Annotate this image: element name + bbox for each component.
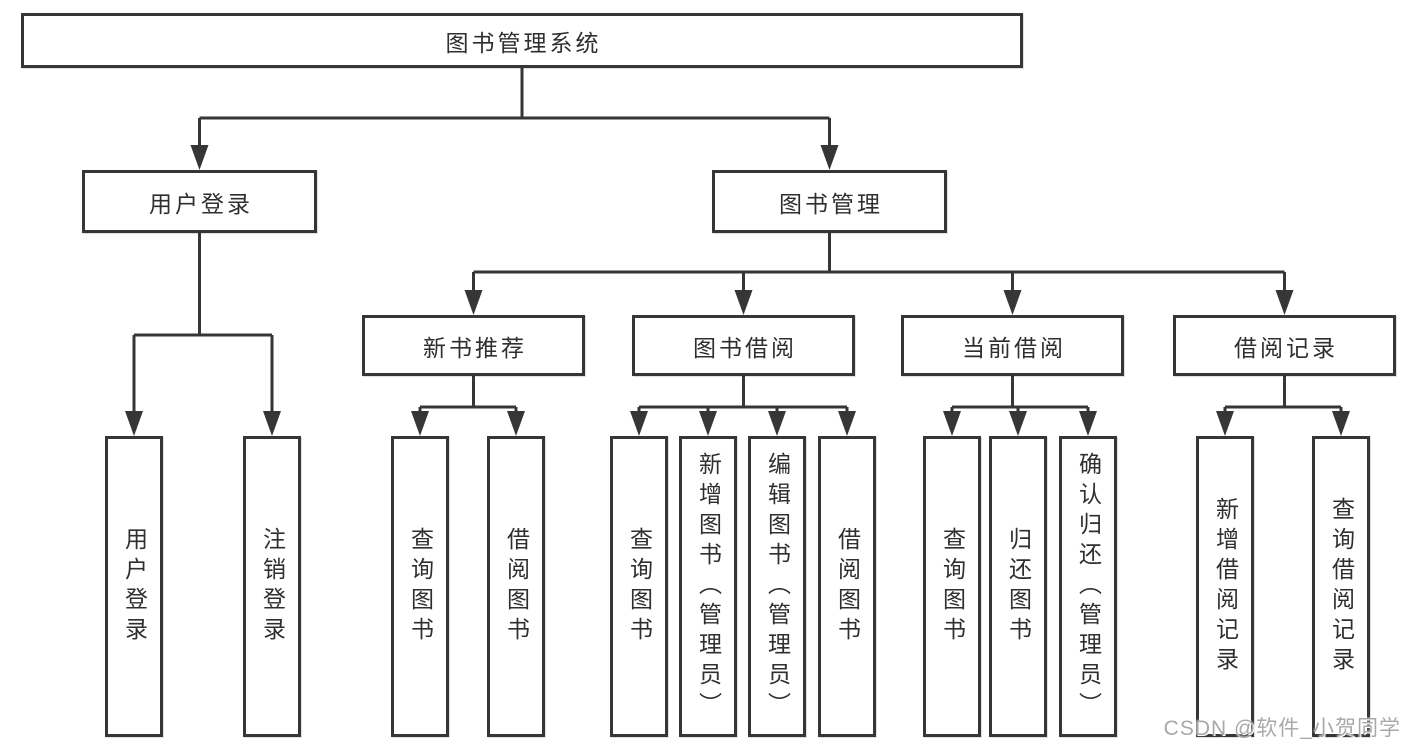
node-leaf-query-books-borrow: 查询图书 bbox=[610, 436, 668, 737]
leaf-label: 新增借阅记录 bbox=[1212, 496, 1239, 677]
node-leaf-confirm-return-admin: 确认归还（管理员） bbox=[1059, 436, 1117, 737]
leaf-label: 查询图书 bbox=[939, 526, 966, 647]
leaf-label: 用户登录 bbox=[121, 526, 148, 647]
leaf-label: 查询图书 bbox=[626, 526, 653, 647]
node-leaf-add-borrow-record: 新增借阅记录 bbox=[1196, 436, 1254, 737]
leaf-label: 借阅图书 bbox=[503, 526, 530, 647]
leaf-label: 确认归还（管理员） bbox=[1075, 451, 1102, 722]
leaf-label: 查询图书 bbox=[407, 526, 434, 647]
leaf-label: 归还图书 bbox=[1005, 526, 1032, 647]
arrowheads bbox=[125, 145, 1350, 436]
node-leaf-add-book-admin: 新增图书（管理员） bbox=[679, 436, 737, 737]
node-leaf-edit-book-admin: 编辑图书（管理员） bbox=[748, 436, 806, 737]
leaf-label: 借阅图书 bbox=[834, 526, 861, 647]
tree-edges bbox=[132, 68, 1343, 413]
node-new-book-recommendation: 新书推荐 bbox=[362, 315, 585, 376]
node-leaf-user-login: 用户登录 bbox=[105, 436, 163, 737]
leaf-label: 新增图书（管理员） bbox=[695, 451, 722, 722]
node-book-borrowing: 图书借阅 bbox=[632, 315, 855, 376]
node-user-login: 用户登录 bbox=[82, 170, 317, 233]
node-leaf-return-books: 归还图书 bbox=[989, 436, 1047, 737]
node-leaf-query-borrow-record: 查询借阅记录 bbox=[1312, 436, 1370, 737]
csdn-watermark: CSDN @软件_小贺同学 bbox=[1163, 717, 1401, 740]
node-leaf-logout: 注销登录 bbox=[243, 436, 301, 737]
node-book-management: 图书管理 bbox=[712, 170, 947, 233]
node-current-borrowing: 当前借阅 bbox=[901, 315, 1124, 376]
leaf-label: 注销登录 bbox=[259, 526, 286, 647]
node-leaf-borrow-books-recommend: 借阅图书 bbox=[487, 436, 545, 737]
node-borrowing-records: 借阅记录 bbox=[1173, 315, 1396, 376]
node-leaf-query-books-current: 查询图书 bbox=[923, 436, 981, 737]
node-leaf-query-books-recommend: 查询图书 bbox=[391, 436, 449, 737]
leaf-label: 查询借阅记录 bbox=[1328, 496, 1355, 677]
leaf-label: 编辑图书（管理员） bbox=[764, 451, 791, 722]
node-leaf-borrow-books: 借阅图书 bbox=[818, 436, 876, 737]
node-book-management-system: 图书管理系统 bbox=[21, 13, 1023, 68]
